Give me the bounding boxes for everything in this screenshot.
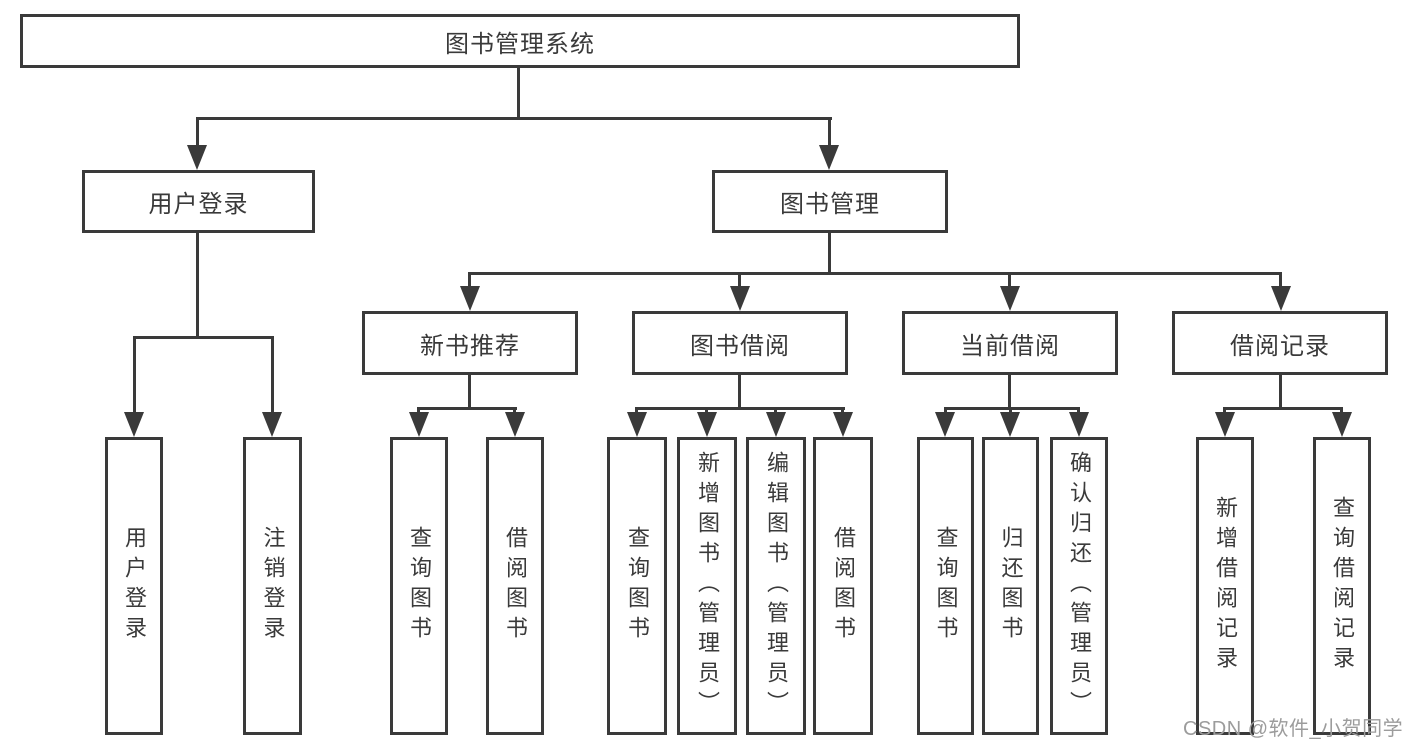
leaf-query-borrow-record: 查询借阅记录	[1313, 437, 1371, 735]
connector-line	[469, 272, 1282, 275]
arrow-down-icon	[460, 286, 480, 311]
node-label: 新书推荐	[420, 332, 520, 360]
node-label: 编辑图书（管理员）	[764, 451, 789, 721]
arrow-down-icon	[1000, 286, 1020, 311]
node-book-management: 图书管理	[712, 170, 948, 233]
connector-line	[1008, 272, 1011, 290]
node-label: 查询借阅记录	[1330, 496, 1355, 676]
node-label: 借阅图书	[831, 526, 856, 646]
connector-line	[133, 336, 274, 339]
connector-line	[738, 272, 741, 290]
arrow-down-icon	[1332, 412, 1352, 437]
node-label: 查询图书	[933, 526, 959, 646]
connector-line	[468, 272, 471, 290]
leaf-borrow-books: 借阅图书	[813, 437, 873, 735]
connector-line	[517, 68, 520, 118]
connector-line	[828, 117, 831, 149]
leaf-confirm-return-admin: 确认归还（管理员）	[1050, 437, 1108, 735]
connector-line	[271, 336, 274, 414]
connector-line	[635, 407, 638, 415]
connector-line	[1340, 407, 1343, 415]
connector-line	[1077, 407, 1080, 415]
node-new-book-recommendation: 新书推荐	[362, 311, 578, 375]
arrow-down-icon	[627, 412, 647, 437]
node-label: 查询图书	[407, 526, 432, 646]
arrow-down-icon	[1215, 412, 1235, 437]
leaf-user-login: 用户登录	[105, 437, 163, 735]
node-label: 注销登录	[260, 526, 286, 646]
node-label: 确认归还（管理员）	[1067, 451, 1092, 721]
connector-line	[828, 233, 831, 275]
arrow-down-icon	[262, 412, 282, 437]
connector-line	[944, 407, 947, 415]
node-label: 借阅图书	[503, 526, 528, 646]
arrow-down-icon	[1069, 412, 1089, 437]
connector-line	[705, 407, 708, 415]
node-library-management-system: 图书管理系统	[20, 14, 1020, 68]
node-label: 归还图书	[998, 526, 1024, 646]
leaf-logout: 注销登录	[243, 437, 302, 735]
connector-line	[468, 375, 471, 410]
arrow-down-icon	[833, 412, 853, 437]
leaf-query-books-recommend: 查询图书	[390, 437, 448, 735]
csdn-watermark: CSDN @软件_小贺同学	[1183, 718, 1404, 740]
connector-line	[1224, 407, 1343, 410]
arrow-down-icon	[935, 412, 955, 437]
node-label: 图书管理系统	[445, 30, 595, 58]
arrow-down-icon	[505, 412, 525, 437]
node-label: 图书管理	[780, 191, 880, 218]
arrow-down-icon	[730, 286, 750, 311]
leaf-add-books-admin: 新增图书（管理员）	[677, 437, 737, 735]
leaf-add-borrow-record: 新增借阅记录	[1196, 437, 1254, 735]
connector-line	[196, 117, 199, 149]
node-label: 用户登录	[148, 191, 249, 218]
connector-line	[418, 407, 517, 410]
node-label: 查询图书	[625, 526, 650, 646]
node-book-borrowing: 图书借阅	[632, 311, 848, 375]
connector-line	[1279, 272, 1282, 290]
arrow-down-icon	[766, 412, 786, 437]
connector-line	[1008, 375, 1011, 410]
node-label: 新增借阅记录	[1213, 496, 1238, 676]
arrow-down-icon	[697, 412, 717, 437]
connector-line	[196, 117, 832, 120]
connector-line	[774, 407, 777, 415]
leaf-borrow-books-recommend: 借阅图书	[486, 437, 544, 735]
arrow-down-icon	[124, 412, 144, 437]
leaf-query-books-current: 查询图书	[917, 437, 974, 735]
connector-line	[513, 407, 516, 415]
arrow-down-icon	[1271, 286, 1291, 311]
arrow-down-icon	[409, 412, 429, 437]
arrow-down-icon	[1000, 412, 1020, 437]
connector-line	[133, 336, 136, 414]
node-borrowing-records: 借阅记录	[1172, 311, 1388, 375]
connector-line	[944, 407, 1080, 410]
arrow-down-icon	[187, 145, 207, 170]
node-label: 当前借阅	[960, 332, 1060, 360]
connector-line	[1279, 375, 1282, 410]
leaf-edit-books-admin: 编辑图书（管理员）	[746, 437, 806, 735]
node-label: 用户登录	[122, 526, 147, 646]
connector-line	[738, 375, 741, 410]
leaf-query-books-borrow: 查询图书	[607, 437, 667, 735]
arrow-down-icon	[819, 145, 839, 170]
connector-line	[1223, 407, 1226, 415]
node-label: 图书借阅	[690, 332, 790, 360]
connector-line	[841, 407, 844, 415]
connector-line	[1009, 407, 1012, 415]
node-label: 新增图书（管理员）	[695, 451, 720, 721]
connector-line	[636, 407, 845, 410]
connector-line	[417, 407, 420, 415]
connector-line	[196, 233, 199, 339]
node-current-borrowing: 当前借阅	[902, 311, 1118, 375]
node-user-login: 用户登录	[82, 170, 315, 233]
leaf-return-books: 归还图书	[982, 437, 1039, 735]
node-label: 借阅记录	[1230, 332, 1330, 360]
